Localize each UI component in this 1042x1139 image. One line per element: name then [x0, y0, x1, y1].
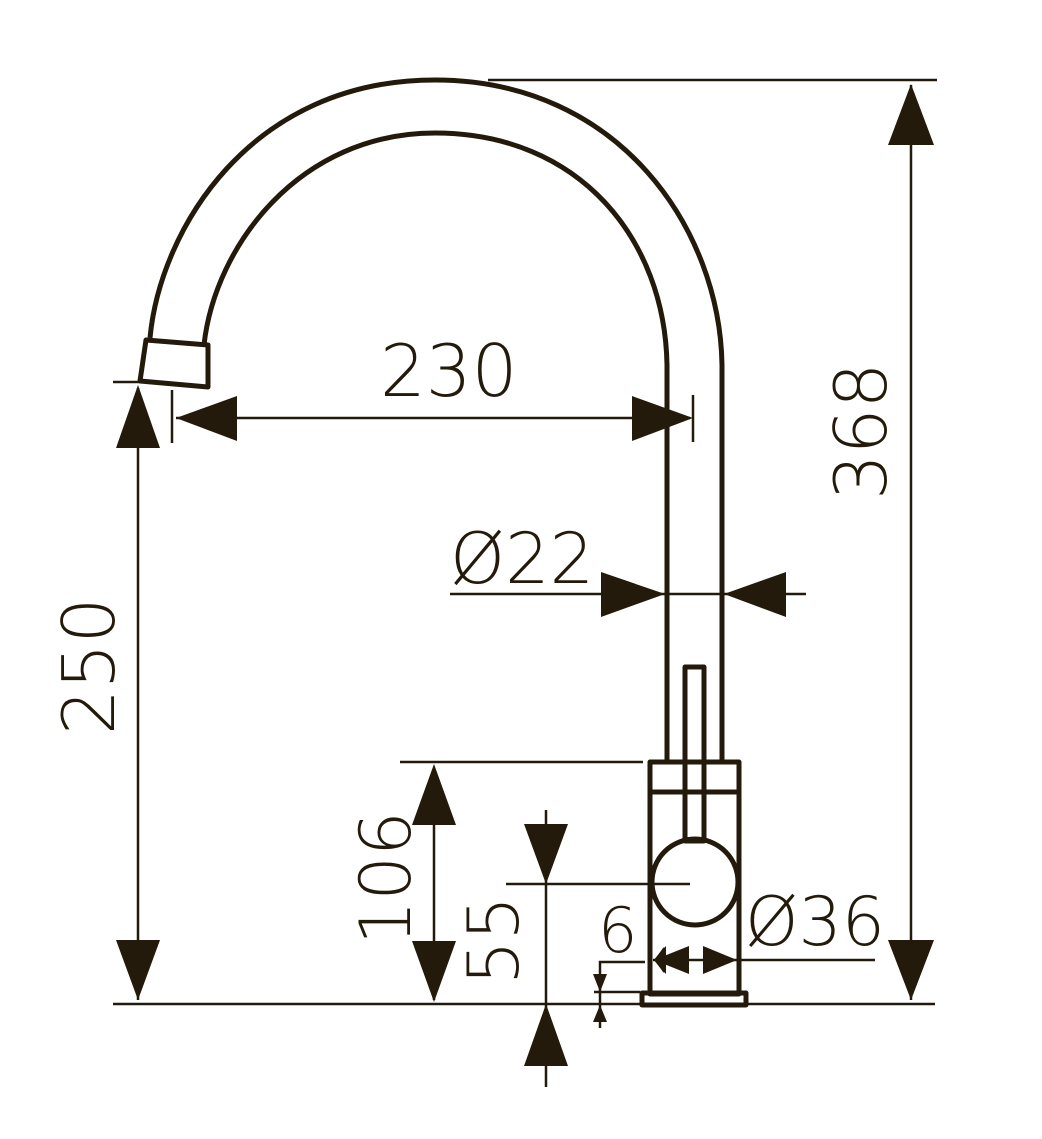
label-base-plate-thickness: 6	[598, 894, 637, 967]
spout-outer-arc	[147, 77, 725, 762]
dimension-body-height: 106	[345, 760, 643, 1002]
label-total-height: 368	[819, 363, 903, 500]
handle-pivot-circle	[649, 836, 741, 928]
dimension-body-diameter: Ø36	[653, 883, 885, 974]
dimension-handle-axis-height: 55	[453, 810, 690, 1087]
dimension-total-height: 368	[488, 78, 937, 1000]
label-body-height: 106	[345, 811, 427, 945]
label-handle-axis-height: 55	[453, 896, 535, 985]
label-spout-reach: 230	[380, 329, 517, 413]
dimension-base-plate-thickness: 6	[593, 894, 645, 1028]
label-spout-outlet-height: 250	[47, 598, 131, 735]
spout-inner-arc	[201, 130, 670, 762]
dimension-spout-outlet-height: 250	[47, 380, 160, 1000]
spout-aerator	[137, 337, 211, 390]
label-spout-pipe-diameter: Ø22	[450, 518, 594, 600]
handle-lever	[682, 664, 707, 844]
dimension-spout-pipe-diameter: Ø22	[450, 518, 806, 617]
label-body-diameter: Ø36	[745, 883, 885, 962]
dimension-spout-reach: 230	[170, 329, 695, 443]
faucet-outline	[137, 77, 749, 1008]
